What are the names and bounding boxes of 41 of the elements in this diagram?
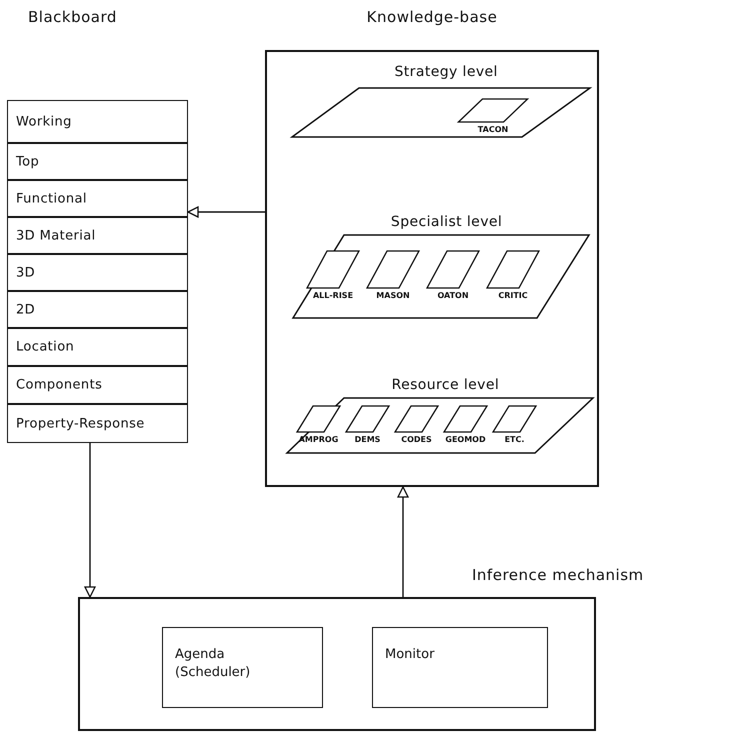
blackboard-level-row bbox=[7, 100, 188, 143]
level-label: Working bbox=[16, 114, 72, 129]
level-heading: Specialist level bbox=[390, 214, 502, 230]
module-label: AMPROG bbox=[298, 435, 338, 444]
arrow bbox=[84, 443, 96, 598]
module-label: ETC. bbox=[504, 435, 524, 444]
module-label: TACON bbox=[478, 125, 508, 134]
level-label: 3D bbox=[16, 265, 36, 280]
level-label: Components bbox=[16, 378, 102, 392]
level-label: 3D Material bbox=[16, 228, 96, 243]
box-label: Agenda (Scheduler) bbox=[175, 646, 252, 682]
level-label: Top bbox=[16, 154, 40, 169]
panel-heading: Inference mechanism bbox=[472, 566, 644, 584]
blackboard-level-row bbox=[7, 366, 188, 404]
module-label: GEOMOD bbox=[445, 435, 486, 444]
blackboard-level-row bbox=[7, 143, 188, 180]
blackboard-level-row bbox=[7, 217, 188, 254]
module-label: DEMS bbox=[354, 435, 380, 444]
agenda-box bbox=[162, 627, 323, 708]
level-label: 2D bbox=[16, 302, 36, 317]
blackboard-level-row bbox=[7, 254, 188, 291]
blackboard-level-row bbox=[7, 404, 188, 443]
monitor-box bbox=[372, 627, 548, 708]
box-label: Monitor bbox=[385, 646, 436, 664]
module-label: MASON bbox=[376, 291, 410, 300]
arrow bbox=[187, 206, 265, 218]
module-label: ALL-RISE bbox=[312, 291, 354, 300]
level-label: Functional bbox=[16, 191, 87, 206]
blackboard-level-row bbox=[7, 291, 188, 328]
panel-heading: Knowledge-base bbox=[366, 8, 498, 26]
level-heading: Strategy level bbox=[394, 64, 498, 80]
module-label: OATON bbox=[437, 291, 469, 300]
level-label: Property-Response bbox=[16, 416, 145, 431]
arrow bbox=[397, 486, 409, 597]
blackboard-level-row bbox=[7, 328, 188, 366]
level-label: Location bbox=[16, 340, 74, 354]
module-label: CODES bbox=[401, 435, 432, 444]
level-heading: Resource level bbox=[392, 377, 500, 393]
panel-heading: Blackboard bbox=[28, 8, 117, 26]
module-label: CRITIC bbox=[498, 291, 528, 300]
blackboard-level-row bbox=[7, 180, 188, 217]
